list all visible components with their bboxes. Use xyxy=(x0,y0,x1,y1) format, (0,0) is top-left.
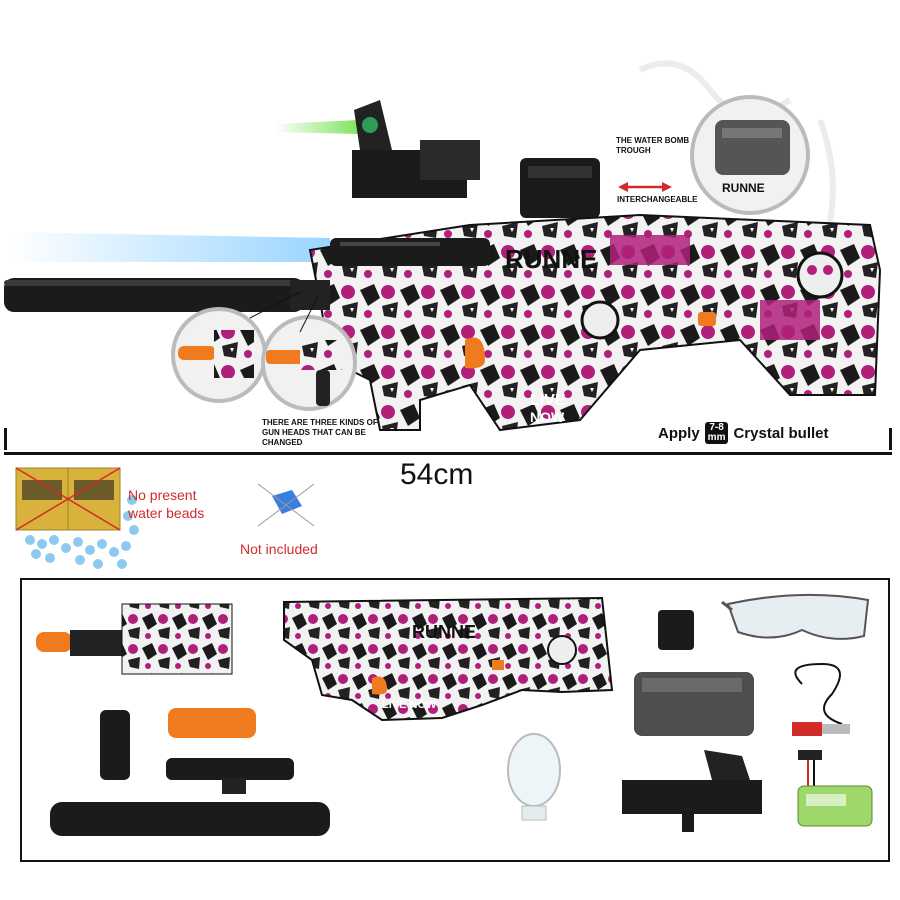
silencer xyxy=(4,278,304,312)
product-photo: RUNNE LIVE NOW RUNNE xyxy=(4,60,882,432)
battery-icon xyxy=(797,750,873,827)
svg-text:RUNNE: RUNNE xyxy=(505,244,597,274)
bead-container-icon xyxy=(507,733,561,821)
dimension-tick-right xyxy=(889,428,892,450)
muzzle-piece-accessory xyxy=(658,610,694,650)
svg-text:LIVE NOW: LIVE NOW xyxy=(382,699,437,711)
accessory-notes-graphic xyxy=(15,467,315,569)
gun-heads-label: THERE ARE THREE KINDS OF GUN HEADS THAT … xyxy=(262,418,378,447)
red-dot-sight-accessory xyxy=(622,750,762,832)
gun-head-inset-1 xyxy=(171,307,267,403)
not-included-note: Not included xyxy=(240,541,318,557)
gun-body: RUNNE LIVE NOW xyxy=(290,213,882,432)
interchangeable-label: INTERCHANGEABLE xyxy=(617,195,698,204)
gun-head-accessory xyxy=(36,603,233,675)
dimension-tick-left xyxy=(4,428,7,450)
svg-text:RUNNE: RUNNE xyxy=(722,181,765,195)
accessories-photo: RUNNE LIVE NOW xyxy=(36,593,873,836)
usb-charger-icon xyxy=(792,662,850,736)
flashlight-accessory xyxy=(166,758,294,794)
flashlight-beam xyxy=(10,232,330,262)
silencer-accessory xyxy=(50,802,330,836)
ammo-label: Apply 7-8 mm Crystal bullet xyxy=(658,422,829,444)
ammo-size-badge: 7-8 mm xyxy=(704,422,729,444)
svg-text:NOW: NOW xyxy=(530,409,565,425)
main-gun-accessory: RUNNE LIVE NOW xyxy=(283,596,614,722)
water-bomb-trough-label: THE WATER BOMB TROUGH xyxy=(616,136,690,155)
water-bomb-trough-inset: RUNNE xyxy=(690,95,810,215)
ammo-size: 7-8 xyxy=(709,422,724,433)
laser-beam xyxy=(275,120,360,134)
safety-goggles-icon xyxy=(721,593,870,640)
ammo-unit: mm xyxy=(707,432,726,443)
interchangeable-arrow-icon xyxy=(618,182,672,192)
ammo-prefix: Apply xyxy=(658,424,700,442)
water-beads-icon xyxy=(25,495,139,569)
svg-text:RUNNE: RUNNE xyxy=(412,622,476,642)
no-beads-note: No present water beads xyxy=(128,487,205,521)
water-beads-pack-icon xyxy=(15,467,121,531)
svg-text:LIVE: LIVE xyxy=(530,392,566,409)
magazine-accessory xyxy=(634,672,754,736)
red-dot-sight-icon xyxy=(352,100,480,198)
grip-accessory xyxy=(100,710,130,780)
ammo-suffix: Crystal bullet xyxy=(733,424,829,442)
orange-tip-accessory xyxy=(168,708,256,738)
blue-cube-icon xyxy=(257,483,315,527)
dimension-label: 54cm xyxy=(400,458,474,491)
accessories-box xyxy=(20,578,890,862)
gun-head-inset-2 xyxy=(261,315,357,411)
dimension-line xyxy=(4,452,892,455)
